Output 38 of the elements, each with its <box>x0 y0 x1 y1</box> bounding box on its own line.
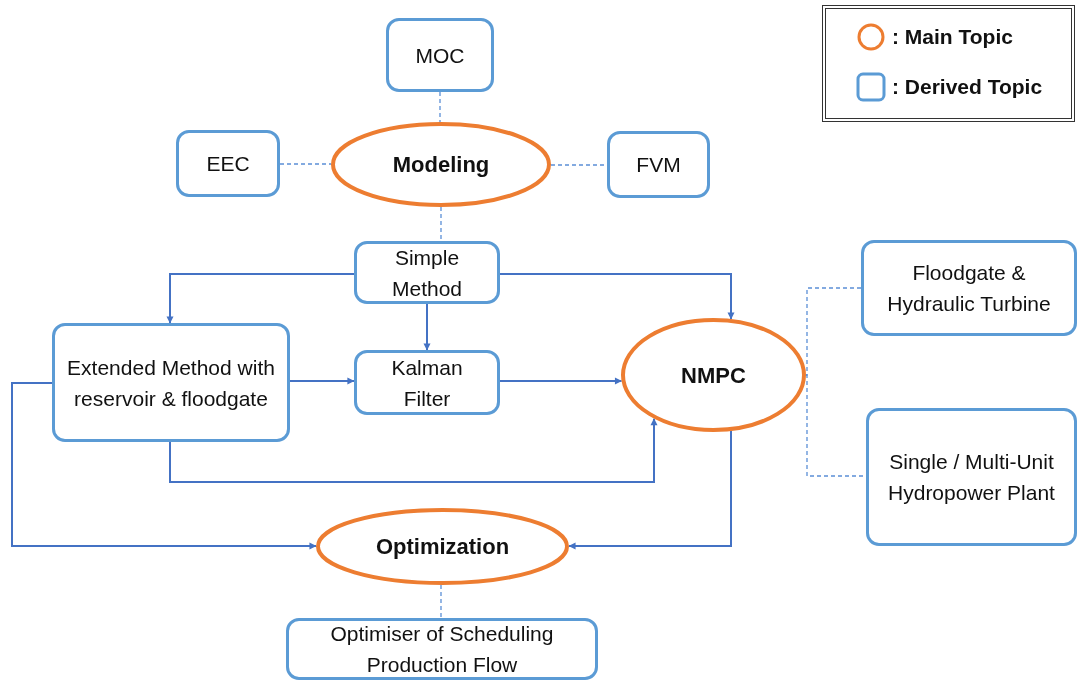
node-label: Extended Method with reservoir & floodgate <box>66 354 276 412</box>
arrow <box>166 273 355 324</box>
derived-topic-box <box>861 240 1077 336</box>
arrow <box>289 377 355 385</box>
arrow <box>499 377 623 385</box>
derived-topic-box <box>176 130 280 197</box>
derived-topic-box <box>866 408 1077 546</box>
derived-topic-box <box>354 241 500 304</box>
connector-line <box>440 206 442 242</box>
derived-topic-box <box>286 618 598 680</box>
legend-text: : Main Topic <box>892 25 1013 49</box>
arrow <box>11 382 317 550</box>
derived-topic-box <box>52 323 290 442</box>
node-label: MOC <box>415 42 465 69</box>
node-label: EEC <box>206 151 250 177</box>
node-label: Kalman Filter <box>390 354 464 412</box>
derived-topic-box <box>607 131 710 198</box>
connector-line <box>279 163 332 165</box>
derived-topic-box <box>354 350 500 415</box>
arrow <box>423 303 431 351</box>
node-label: FVM <box>636 152 681 178</box>
connector-line <box>440 584 442 619</box>
main-topic-ellipse <box>316 508 569 585</box>
main-topic-ellipse <box>621 318 806 432</box>
node-label: Optimiser of Scheduling Production Flow <box>329 621 555 678</box>
main-topic-ellipse <box>331 122 551 207</box>
legend-text: : Derived Topic <box>892 75 1043 99</box>
arrow <box>499 273 735 321</box>
node-label: Modeling <box>392 151 490 179</box>
node-label: NMPC <box>681 361 746 390</box>
node-label: Single / Multi-Unit Hydropower Plant <box>887 449 1056 506</box>
derived-topic-box <box>386 18 494 92</box>
arrow <box>568 429 732 550</box>
node-label: Optimization <box>375 533 510 561</box>
node-label: Floodgate & Hydraulic Turbine <box>886 260 1052 317</box>
arrow <box>169 417 658 483</box>
connector-line <box>439 91 441 123</box>
node-label: Simple Method <box>390 244 463 302</box>
